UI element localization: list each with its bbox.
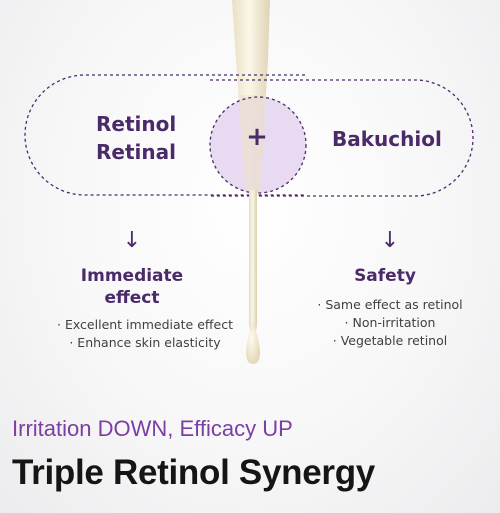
left-pill-outline — [24, 74, 305, 196]
safety-heading: Safety — [354, 266, 416, 286]
heading-line-1: Immediate — [80, 266, 184, 286]
immediate-effect-heading: Immediate effect — [62, 265, 202, 309]
down-arrow-icon-right: ↓ — [380, 228, 400, 253]
dropper-stem — [249, 190, 257, 335]
list-item: · Enhance skin elasticity — [69, 335, 221, 350]
safety-list: · Same effect as retinol · Non-irritatio… — [300, 296, 480, 350]
right-pill-label: Bakuchiol — [332, 127, 442, 151]
left-pill-line-retinol: Retinol — [96, 112, 177, 136]
page-title: Triple Retinol Synergy — [12, 453, 375, 492]
list-item: · Excellent immediate effect — [57, 317, 233, 332]
list-item: · Non-irritation — [344, 315, 436, 330]
plus-symbol: + — [246, 122, 268, 152]
list-item: · Vegetable retinol — [332, 333, 448, 348]
right-pill-outline — [210, 79, 474, 197]
tagline: Irritation DOWN, Efficacy UP — [12, 416, 293, 441]
list-item: · Same effect as retinol — [317, 297, 463, 312]
left-pill-text: Retinol Retinal — [96, 110, 176, 166]
heading-line-2: effect — [104, 288, 160, 308]
left-pill-line-retinal: Retinal — [96, 140, 176, 164]
down-arrow-icon-left: ↓ — [122, 228, 142, 253]
oil-drop — [246, 322, 260, 364]
immediate-effect-list: · Excellent immediate effect · Enhance s… — [45, 316, 245, 352]
